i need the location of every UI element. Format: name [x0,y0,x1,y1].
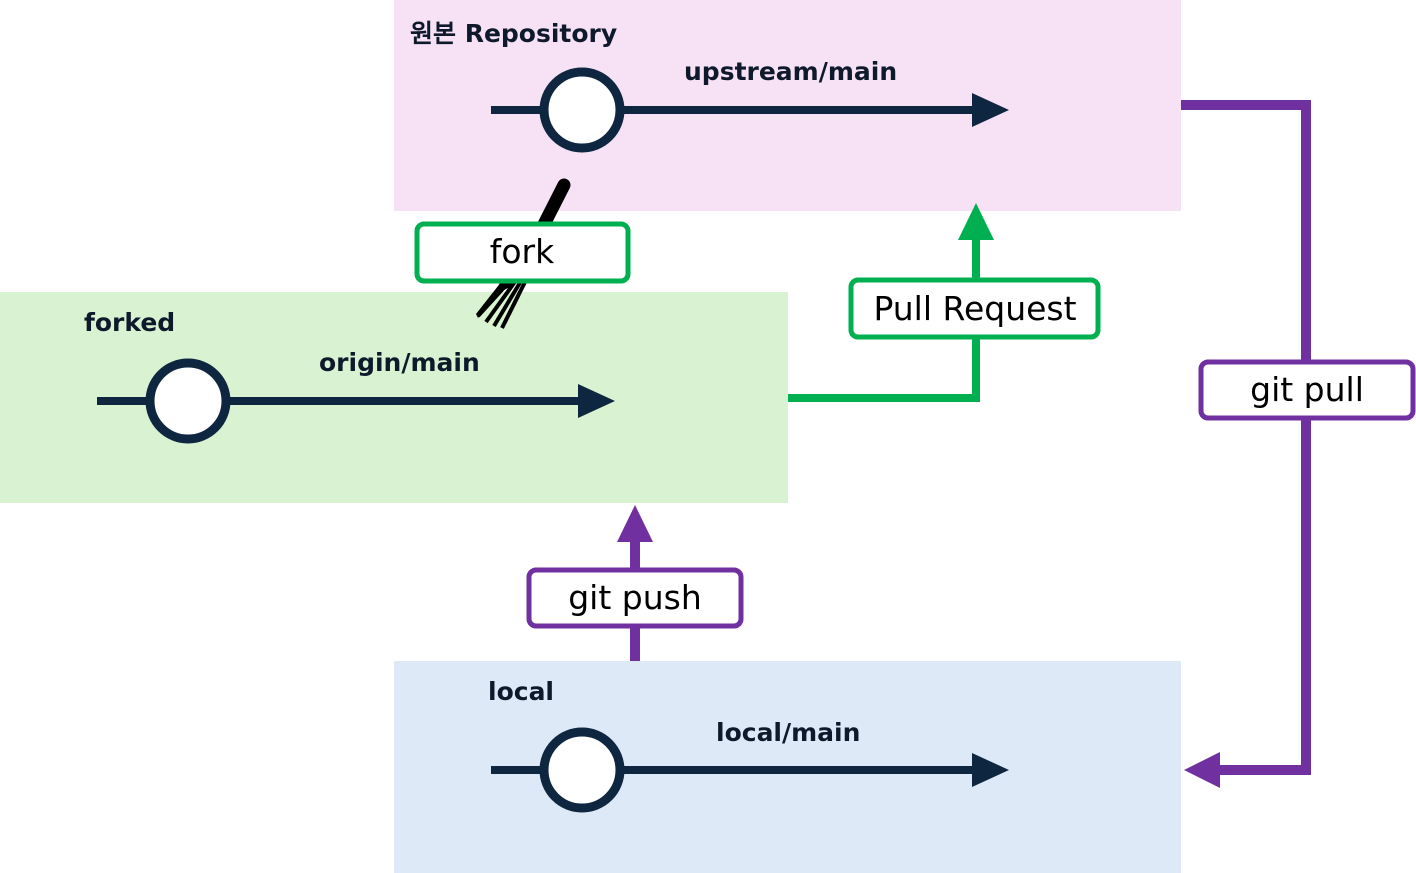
local-commit-node [539,727,625,813]
git-push-label: git push [568,578,702,617]
git-pull-label-box [1198,359,1416,421]
upstream-branch-arrowhead [972,93,1009,127]
local-branch-arrowhead [972,753,1009,787]
upstream-repository-region [394,0,1181,211]
origin-branch-label: origin/main [319,348,480,377]
git-pull-arrowhead [1184,752,1220,788]
git-pull-label: git pull [1250,370,1364,409]
pull-request-arrowhead [958,203,994,240]
pull-request-action: Pull Request [848,277,1101,340]
origin-commit-node [145,358,231,444]
pull-request-label-box [848,277,1101,340]
git-push-action: git push [526,567,744,629]
git-push-label-box [526,567,744,629]
fork-action: fork [414,221,631,284]
fork-label-box [414,221,631,284]
git-pull-connector [1181,100,1311,788]
upstream-branch [491,67,1009,153]
upstream-region-title: 원본 Repository [410,19,617,48]
upstream-branch-label: upstream/main [684,57,897,86]
pull-request-label: Pull Request [873,289,1076,328]
fork-label: fork [490,232,555,271]
origin-branch [97,358,615,444]
local-branch [491,727,1009,813]
git-pull-action: git pull [1198,359,1416,421]
git-push-arrowhead [617,505,653,542]
origin-branch-arrowhead [578,384,615,418]
local-region-title: local [488,677,554,706]
forked-region-title: forked [84,308,175,337]
local-branch-label: local/main [716,718,860,747]
upstream-commit-node [539,67,625,153]
